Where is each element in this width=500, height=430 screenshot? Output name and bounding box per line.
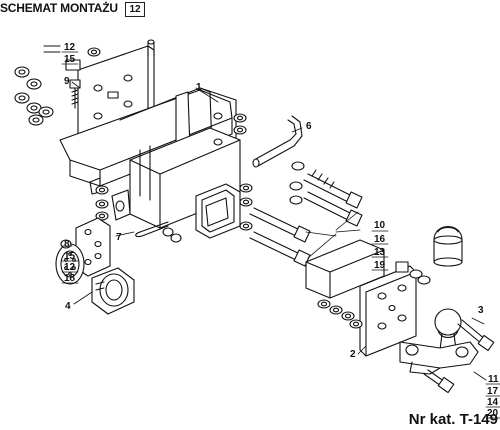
- hitch-frame: [59, 87, 241, 239]
- callout-right-stack-1: 13: [374, 247, 386, 258]
- callout-bottom-stack-1: 14: [487, 397, 499, 408]
- callout-8: 8: [64, 239, 70, 250]
- callout-4: 4: [65, 301, 71, 312]
- diagram-title: SCHEMAT MONTAŻU: [0, 1, 118, 15]
- socket-cover-4: [91, 267, 135, 315]
- top-bolt: [147, 39, 155, 57]
- page-number-box: 12: [125, 2, 145, 17]
- callout-top-stack-0: 12: [64, 42, 76, 53]
- callout-left-stack-1: 12: [64, 262, 76, 273]
- catalog-number: Nr kat. T-149: [408, 411, 498, 428]
- callout-9: 9: [64, 76, 70, 87]
- callout-2: 2: [350, 349, 356, 360]
- callout-left-stack-2: 18: [64, 273, 76, 284]
- ball-mount-drawbar-2: [305, 239, 417, 357]
- callout-10: 10: [374, 220, 386, 231]
- callout-labels: 1 2 3 4 6 7 8 9 10 11 12 15 15 12 18 16 …: [61, 42, 500, 419]
- ball-bolts-11: [423, 319, 495, 394]
- callout-6: 6: [306, 121, 312, 132]
- tow-ball-3: [399, 308, 479, 375]
- cotter-pin-7: [135, 221, 169, 238]
- callout-bottom-stack-0: 17: [487, 386, 499, 397]
- callout-1: 1: [196, 82, 202, 93]
- washer-stack-frame-right: [233, 113, 253, 231]
- washer-stack-upper-left: [14, 45, 101, 126]
- ball-cap: [433, 225, 463, 267]
- callout-top-stack-1: 15: [64, 54, 76, 65]
- callout-11: 11: [488, 374, 499, 385]
- callout-right-stack-0: 16: [374, 234, 386, 245]
- long-bolts-10: [249, 161, 363, 267]
- nut-group-mid: [95, 185, 182, 243]
- callout-right-stack-2: 19: [374, 260, 386, 271]
- leader-lines: [61, 81, 487, 381]
- hitch-pin-6: [252, 115, 303, 168]
- callout-3: 3: [478, 305, 484, 316]
- callout-7: 7: [116, 232, 122, 243]
- callout-left-stack-0: 15: [64, 251, 76, 262]
- callout-bottom-stack-2: 20: [487, 408, 499, 419]
- nut-group-drawbar: [317, 261, 431, 329]
